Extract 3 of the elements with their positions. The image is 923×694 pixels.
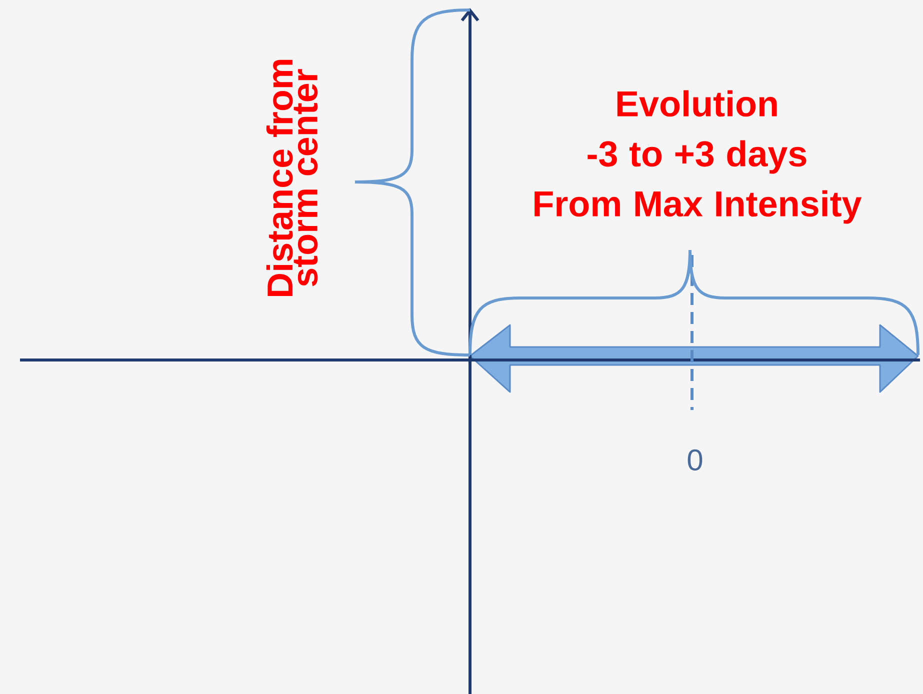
axis-label: Distance from storm center: [266, 60, 318, 296]
annotation-text: Evolution -3 to +3 days From Max Intensity: [534, 90, 862, 224]
tick-label: 0: [688, 449, 702, 471]
